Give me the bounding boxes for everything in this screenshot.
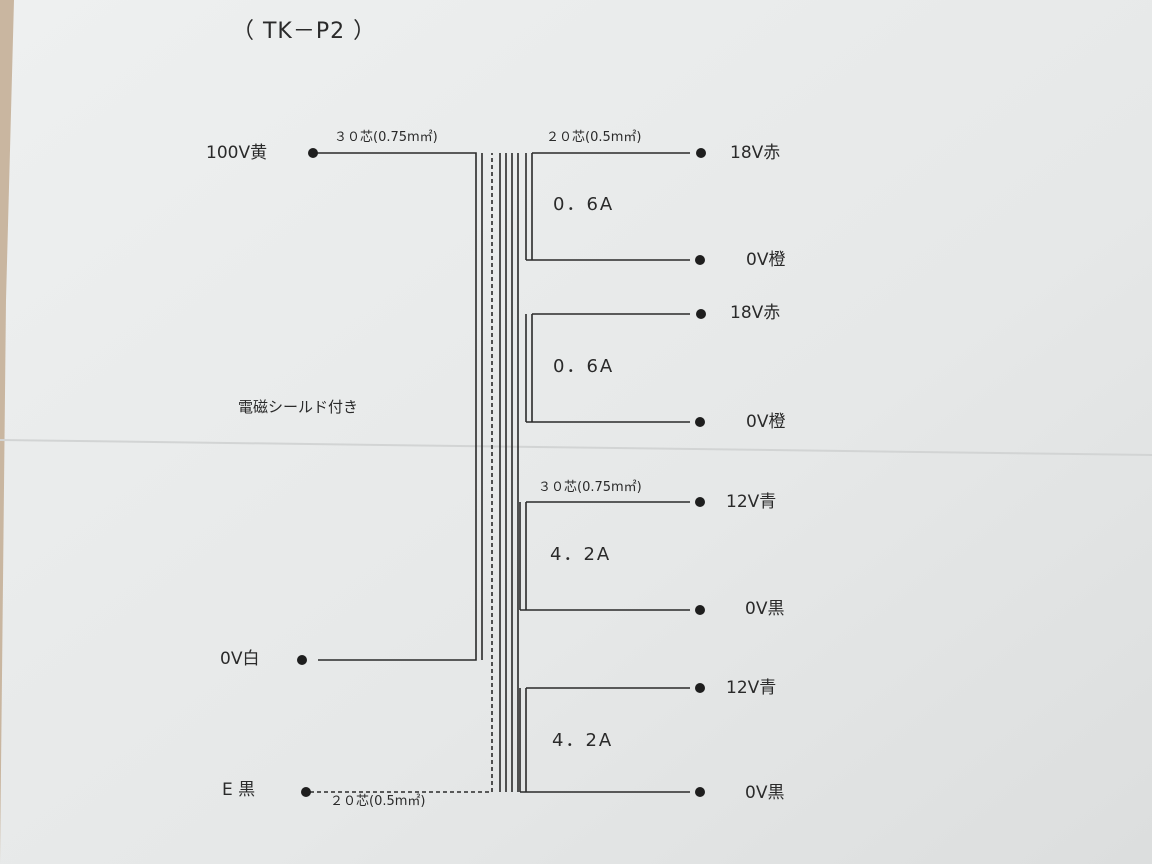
label-secondary-3-cable: ３０芯(0.75m㎡) [538, 480, 642, 495]
terminal-s1-high [696, 148, 706, 158]
shield-wire [310, 153, 493, 793]
label-100v-input: 100V黄 [206, 143, 268, 163]
label-secondary-1-cable: ２０芯(0.5m㎡) [546, 130, 642, 145]
terminal-s3-high [695, 497, 705, 507]
label-secondary-4-current: 4．2A [552, 730, 614, 751]
paper-fold [0, 439, 1152, 456]
secondary-3-wire [519, 501, 690, 611]
label-secondary-4-low: 0V黒 [745, 783, 785, 803]
terminal-s4-low [695, 787, 705, 797]
label-0v-primary: 0V白 [220, 649, 260, 669]
diagram-title: （ TK－P2 ） [232, 19, 377, 44]
secondary-1-wire [525, 152, 690, 261]
label-earth: E 黒 [222, 780, 256, 800]
label-secondary-1-low: 0V橙 [746, 250, 786, 270]
label-shield-note: 電磁シールド付き [238, 398, 359, 416]
terminal-earth [301, 787, 311, 797]
label-secondary-2-low: 0V橙 [746, 412, 786, 432]
terminal-s1-low [695, 255, 705, 265]
terminal-100v [308, 148, 318, 158]
label-secondary-2-current: 0．6A [553, 356, 615, 377]
label-secondary-2-high: 18V赤 [730, 303, 781, 323]
primary-winding-wire [316, 152, 477, 661]
label-secondary-3-high: 12V青 [726, 492, 777, 512]
label-earth-cable: ２０芯(0.5m㎡) [330, 794, 426, 809]
terminal-s2-low [695, 417, 705, 427]
terminal-s2-high [696, 309, 706, 319]
label-secondary-1-high: 18V赤 [730, 143, 781, 163]
secondary-2-wire [525, 313, 690, 423]
label-primary-cable: ３０芯(0.75m㎡) [334, 130, 438, 145]
label-secondary-4-high: 12V青 [726, 678, 777, 698]
terminal-0v-primary [297, 655, 307, 665]
terminal-s3-low [695, 605, 705, 615]
terminal-s4-high [695, 683, 705, 693]
label-secondary-1-current: 0．6A [553, 194, 615, 215]
secondary-4-wire [519, 687, 690, 793]
label-secondary-3-low: 0V黒 [745, 599, 785, 619]
label-secondary-3-current: 4．2A [550, 544, 612, 565]
